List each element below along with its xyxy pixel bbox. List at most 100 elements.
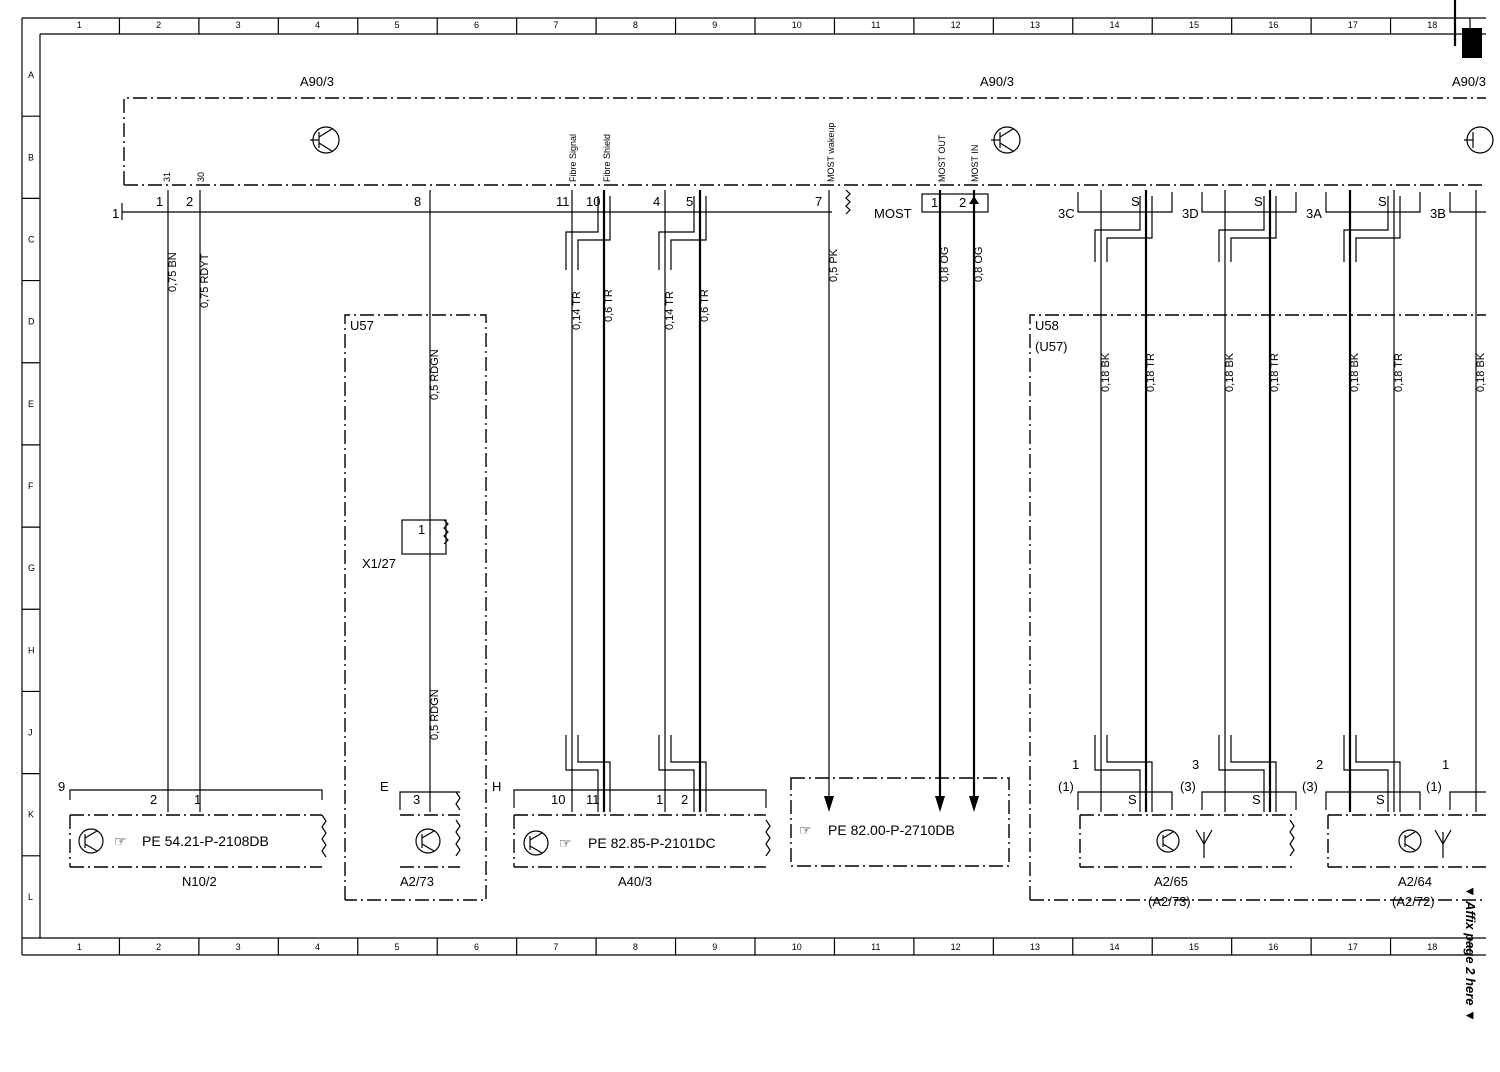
pin-number: 1 [418,522,425,537]
pin-number: 11 [586,792,600,807]
pin-number: S [1254,194,1263,209]
component-label-a2-73: A2/73 [400,874,434,889]
sub-connector-brackets [1077,192,1486,213]
row-letter: E [28,399,34,409]
column-number: 11 [871,942,880,952]
reference-pe-82-85: PE 82.85-P-2101DC [588,835,716,851]
connector-3b: 3B [1430,206,1446,221]
pin-number: 4 [653,194,660,209]
pin-number: 7 [815,194,822,209]
wire-label: 0,18 TR [1393,353,1405,392]
transistor-icon [1398,829,1422,853]
pin-label-most-in: MOST IN [970,145,980,182]
column-number: 17 [1348,20,1358,30]
pin-number: S [1252,792,1261,807]
pin-number: (1) [1058,779,1074,794]
pin-number: 1 [194,792,201,807]
row-letter: D [28,317,35,327]
column-number: 8 [633,942,638,952]
pin-label-fibre-signal: Fibre Signal [568,134,578,182]
connector-3a: 3A [1306,206,1322,221]
column-number: 14 [1110,20,1120,30]
wire-label: 0,75 RDYT [199,253,211,308]
wire-label: 0,8 OG [939,247,951,282]
column-number: 3 [236,942,241,952]
wire-labels: 0,75 BN 0,75 RDYT 0,5 RDGN 0,5 RDGN 0,14… [167,247,1487,740]
pin-number: S [1128,792,1137,807]
wire-label: 0,18 BK [1349,352,1361,392]
transistor-icon [415,828,441,854]
pin-number: 3 [413,792,420,807]
column-number: 16 [1268,942,1278,952]
wire-label: 0,5 PK [828,248,840,282]
a90-module-boundary: A90/3 A90/3 A90/3 [123,74,1486,186]
row-letter: G [28,563,35,573]
component-label-n10-2: N10/2 [182,874,217,889]
shield-sleeves [565,196,1401,812]
wire-label: 0,14 TR [571,291,583,330]
column-number: 7 [553,20,558,30]
connector-pin-numbers: 1 2 8 11 10 4 5 7 1 2 S S S 3C 3D 3A 3B [156,194,1446,221]
pin-label-most-out: MOST OUT [937,134,947,182]
pin-number: 3 [1192,757,1199,772]
column-number: 12 [951,942,961,952]
pin-number: 11 [556,194,570,209]
pin-number: 1 [1442,757,1449,772]
column-number: 17 [1348,942,1358,952]
row-letter: B [28,152,34,162]
column-number: 9 [712,20,717,30]
u57-box: U57 1 X1/27 [344,314,487,901]
row-letter: C [28,234,35,244]
connector-3d: 3D [1182,206,1199,221]
column-number: 5 [395,942,400,952]
wire-label: 0,18 BK [1100,352,1112,392]
column-number: 14 [1110,942,1120,952]
pin-number: 2 [186,194,193,209]
component-a2-65: 1 (1) 3 (3) S S A2/65 (A2/73) [1058,757,1297,909]
column-number: 4 [315,942,320,952]
column-number: 12 [951,20,961,30]
pin-number: (1) [1426,779,1442,794]
pin-number: S [1378,194,1387,209]
wire-label: 0,5 RDGN [429,689,441,740]
wire-label: 0,18 BK [1224,352,1236,392]
pin-number: S [1376,792,1385,807]
column-number: 3 [236,20,241,30]
component-sublabel-a2-64: (A2/72) [1392,894,1435,909]
pin-number: 2 [959,195,966,210]
column-number: 10 [792,20,802,30]
pin-number: (3) [1180,779,1196,794]
column-number: 2 [156,942,161,952]
wires [167,190,1477,812]
row-letter: L [28,892,33,902]
column-number: 2 [156,20,161,30]
column-number: 10 [792,942,802,952]
affix-page-note-text: Affix page 2 here [1463,900,1478,1006]
column-number: 18 [1427,20,1437,30]
most-label: MOST [874,206,912,221]
pin-number: 2 [1316,757,1323,772]
wire-label: 0,8 OG [973,247,985,282]
reference-icon: ☞ [114,833,127,849]
affix-page-note: ▼ Affix page 2 here ▼ [1463,885,1478,1022]
pin-number: 1 [656,792,663,807]
reference-pe-82-00: PE 82.00-P-2710DB [828,822,955,838]
module-label-a90-left: A90/3 [300,74,334,89]
column-number: 1 [77,20,82,30]
column-number: 13 [1030,20,1040,30]
transistor-icon [991,126,1021,154]
component-n10-2: 9 2 1 ☞ PE 54.21-P-2108DB N10/2 [58,779,327,889]
column-number: 4 [315,20,320,30]
component-a40-3: H 10 11 1 2 ☞ PE 82.85-P-2101DC A40/3 [492,779,771,889]
module-label-a90-right: A90/3 [1452,74,1486,89]
row-letter: K [28,810,34,820]
reference-icon: ☞ [799,822,812,838]
pin-number: 2 [681,792,688,807]
wire-label: 0,5 RDGN [429,349,441,400]
pin-number: 1 [156,194,163,209]
column-number: 9 [712,942,717,952]
component-a2-73: E 3 A2/73 [380,779,461,889]
pin-number: (3) [1302,779,1318,794]
row-letter: J [28,728,33,738]
transistor-icon [1464,126,1494,154]
